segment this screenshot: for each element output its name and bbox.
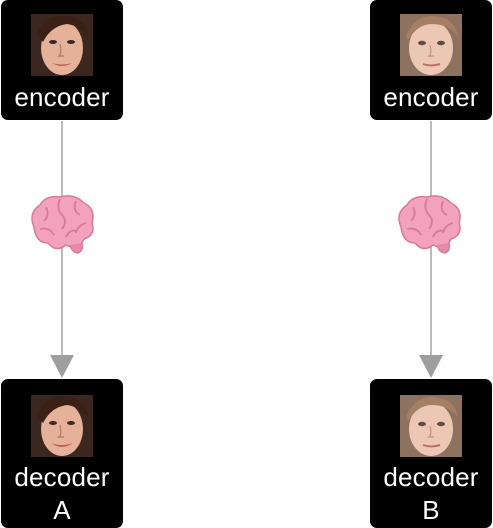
left-encoder-label: encoder	[14, 82, 110, 112]
right-encoder-face-image	[400, 14, 462, 76]
left-encoder-box: encoder	[1, 0, 123, 120]
right-arrow-head	[419, 355, 443, 378]
right-encoder-label: encoder	[383, 82, 479, 112]
right-decoder-label-line2: B	[422, 495, 440, 525]
left-decoder-label-line2: A	[53, 495, 71, 525]
left-encoder-face-image	[31, 14, 93, 76]
right-decoder-label-line1: decoder	[383, 462, 479, 492]
left-decoder-box: decoder A	[1, 379, 123, 528]
right-decoder-box: decoder B	[370, 379, 492, 528]
left-decoder-face-image	[31, 395, 93, 457]
right-encoder-box: encoder	[370, 0, 492, 120]
right-decoder-face-image	[400, 395, 462, 457]
left-decoder-label-line1: decoder	[14, 462, 110, 492]
left-arrow-head	[50, 355, 74, 378]
